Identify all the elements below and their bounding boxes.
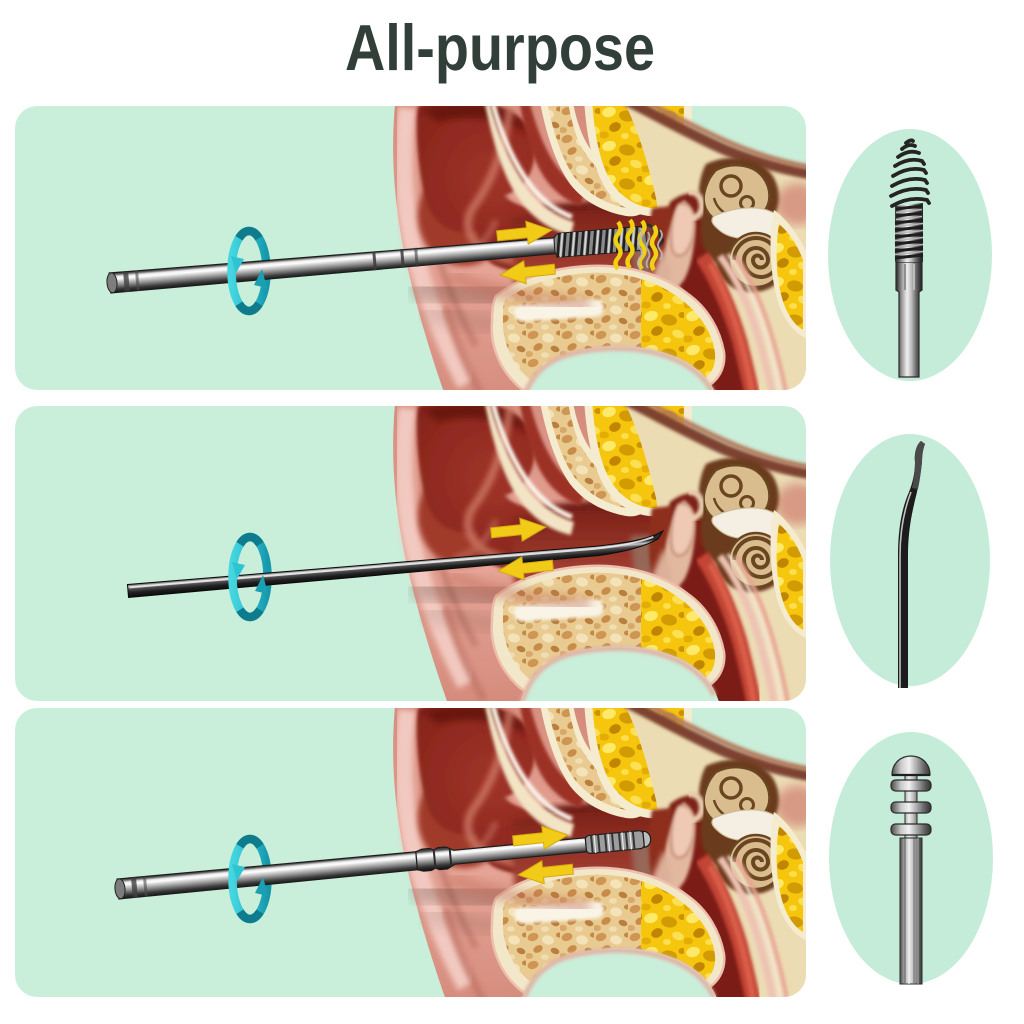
svg-text:All-purpose: All-purpose	[345, 11, 655, 84]
